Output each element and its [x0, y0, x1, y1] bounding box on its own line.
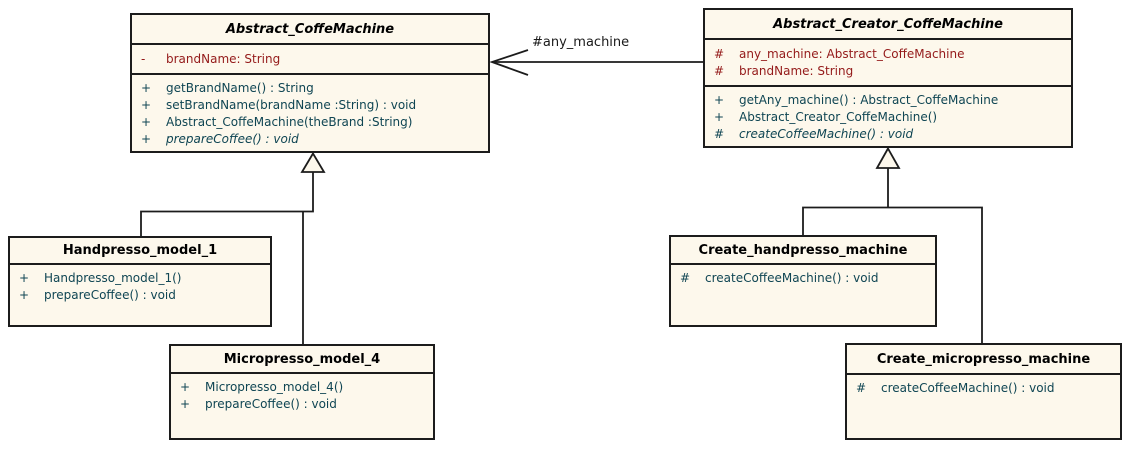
visibility-marker: # [714, 64, 725, 78]
method-text: createCoffeeMachine() : void [705, 271, 879, 285]
method-text: Abstract_CoffeMachine(theBrand :String) [166, 115, 413, 129]
class-title: Handpresso_model_1 [62, 243, 218, 258]
method-text: createCoffeeMachine() : void [881, 381, 1055, 395]
visibility-marker: + [141, 132, 152, 146]
visibility-marker: + [19, 288, 30, 302]
attribute-text: brandName: String [739, 64, 854, 78]
attribute-text: brandName: String [166, 52, 281, 66]
class-title: Create_micropresso_machine [876, 351, 1091, 367]
method-row: + prepareCoffee() : void [171, 396, 433, 413]
visibility-marker: # [714, 127, 725, 141]
method-row: + Micropresso_model_4() [171, 379, 433, 396]
visibility-marker: # [856, 381, 867, 395]
class-micropresso-model-4[interactable]: Micropresso_model_4 + Micropresso_model_4… [169, 344, 435, 440]
visibility-marker: # [714, 47, 725, 61]
method-text: setBrandName(brandName :String) : void [166, 98, 417, 112]
association-open-arrowhead-icon [489, 49, 529, 76]
methods-compartment: # createCoffeeMachine() : void [847, 373, 1120, 438]
method-row: # createCoffeeMachine() : void [847, 380, 1120, 397]
methods-compartment: + Micropresso_model_4() + prepareCoffee() … [171, 372, 433, 438]
method-text: prepareCoffee() : void [166, 132, 299, 146]
method-row-abstract: # createCoffeeMachine() : void [705, 126, 1071, 143]
attribute-row: # any_machine: Abstract_CoffeMachine [705, 46, 1071, 63]
methods-compartment: + Handpresso_model_1() + prepareCoffee() :… [10, 263, 270, 325]
method-text: prepareCoffee() : void [44, 288, 176, 302]
method-row: + prepareCoffee() : void [10, 287, 270, 304]
method-row: + Handpresso_model_1() [10, 270, 270, 287]
visibility-marker: - [141, 52, 146, 66]
visibility-marker: + [141, 98, 152, 112]
generalization-hollow-triangle-icon [875, 146, 901, 169]
method-text: getBrandName() : String [166, 81, 314, 95]
attribute-text: any_machine: Abstract_CoffeMachine [739, 47, 965, 61]
association-label-any-machine: #any_machine [532, 35, 630, 50]
class-create-handpresso-machine[interactable]: Create_handpresso_machine # createCoffeeM… [669, 235, 937, 327]
visibility-marker: + [141, 115, 152, 129]
method-text: getAny_machine() : Abstract_CoffeMachine [739, 93, 999, 107]
method-row: + getAny_machine() : Abstract_CoffeMachin… [705, 92, 1071, 109]
attributes-compartment: - brandName: String [132, 43, 488, 73]
method-row: # createCoffeeMachine() : void [671, 270, 935, 287]
methods-compartment: + getBrandName() : String + setBrandName(b… [132, 73, 488, 151]
methods-compartment: + getAny_machine() : Abstract_CoffeMachin… [705, 85, 1071, 146]
method-text: Abstract_Creator_CoffeMachine() [739, 110, 938, 124]
generalization-left-bus-line [140, 172, 314, 236]
method-row: + getBrandName() : String [132, 80, 488, 97]
class-abstract-coffemachine[interactable]: Abstract_CoffeMachine - brandName: String… [130, 13, 490, 153]
class-title: Abstract_CoffeMachine [225, 21, 395, 37]
class-abstract-creator-coffemachine[interactable]: Abstract_Creator_CoffeMachine # any_machi… [703, 8, 1073, 148]
visibility-marker: + [180, 380, 191, 394]
class-title: Abstract_Creator_CoffeMachine [773, 16, 1003, 32]
method-text: createCoffeeMachine() : void [739, 127, 914, 141]
attribute-row: - brandName: String [132, 51, 488, 68]
method-row-abstract: + prepareCoffee() : void [132, 131, 488, 148]
class-create-micropresso-machine[interactable]: Create_micropresso_machine # createCoffee… [845, 343, 1122, 440]
visibility-marker: + [714, 93, 725, 107]
class-title: Micropresso_model_4 [223, 351, 381, 367]
attribute-row: # brandName: String [705, 63, 1071, 80]
method-row: + setBrandName(brandName :String) : void [132, 97, 488, 114]
visibility-marker: # [680, 271, 691, 285]
visibility-marker: + [19, 271, 30, 285]
attributes-compartment: # any_machine: Abstract_CoffeMachine # bra… [705, 38, 1071, 85]
method-text: prepareCoffee() : void [205, 397, 337, 411]
generalization-hollow-triangle-icon [300, 151, 326, 173]
visibility-marker: + [714, 110, 725, 124]
class-title: Create_handpresso_machine [698, 242, 908, 258]
visibility-marker: + [180, 397, 191, 411]
method-row: + Abstract_CoffeMachine(theBrand :String) [132, 114, 488, 131]
method-text: Micropresso_model_4() [205, 380, 344, 394]
class-handpresso-model-1[interactable]: Handpresso_model_1 + Handpresso_model_1()… [8, 236, 272, 327]
method-text: Handpresso_model_1() [44, 271, 182, 285]
visibility-marker: + [141, 81, 152, 95]
method-row: + Abstract_Creator_CoffeMachine() [705, 109, 1071, 126]
methods-compartment: # createCoffeeMachine() : void [671, 263, 935, 325]
